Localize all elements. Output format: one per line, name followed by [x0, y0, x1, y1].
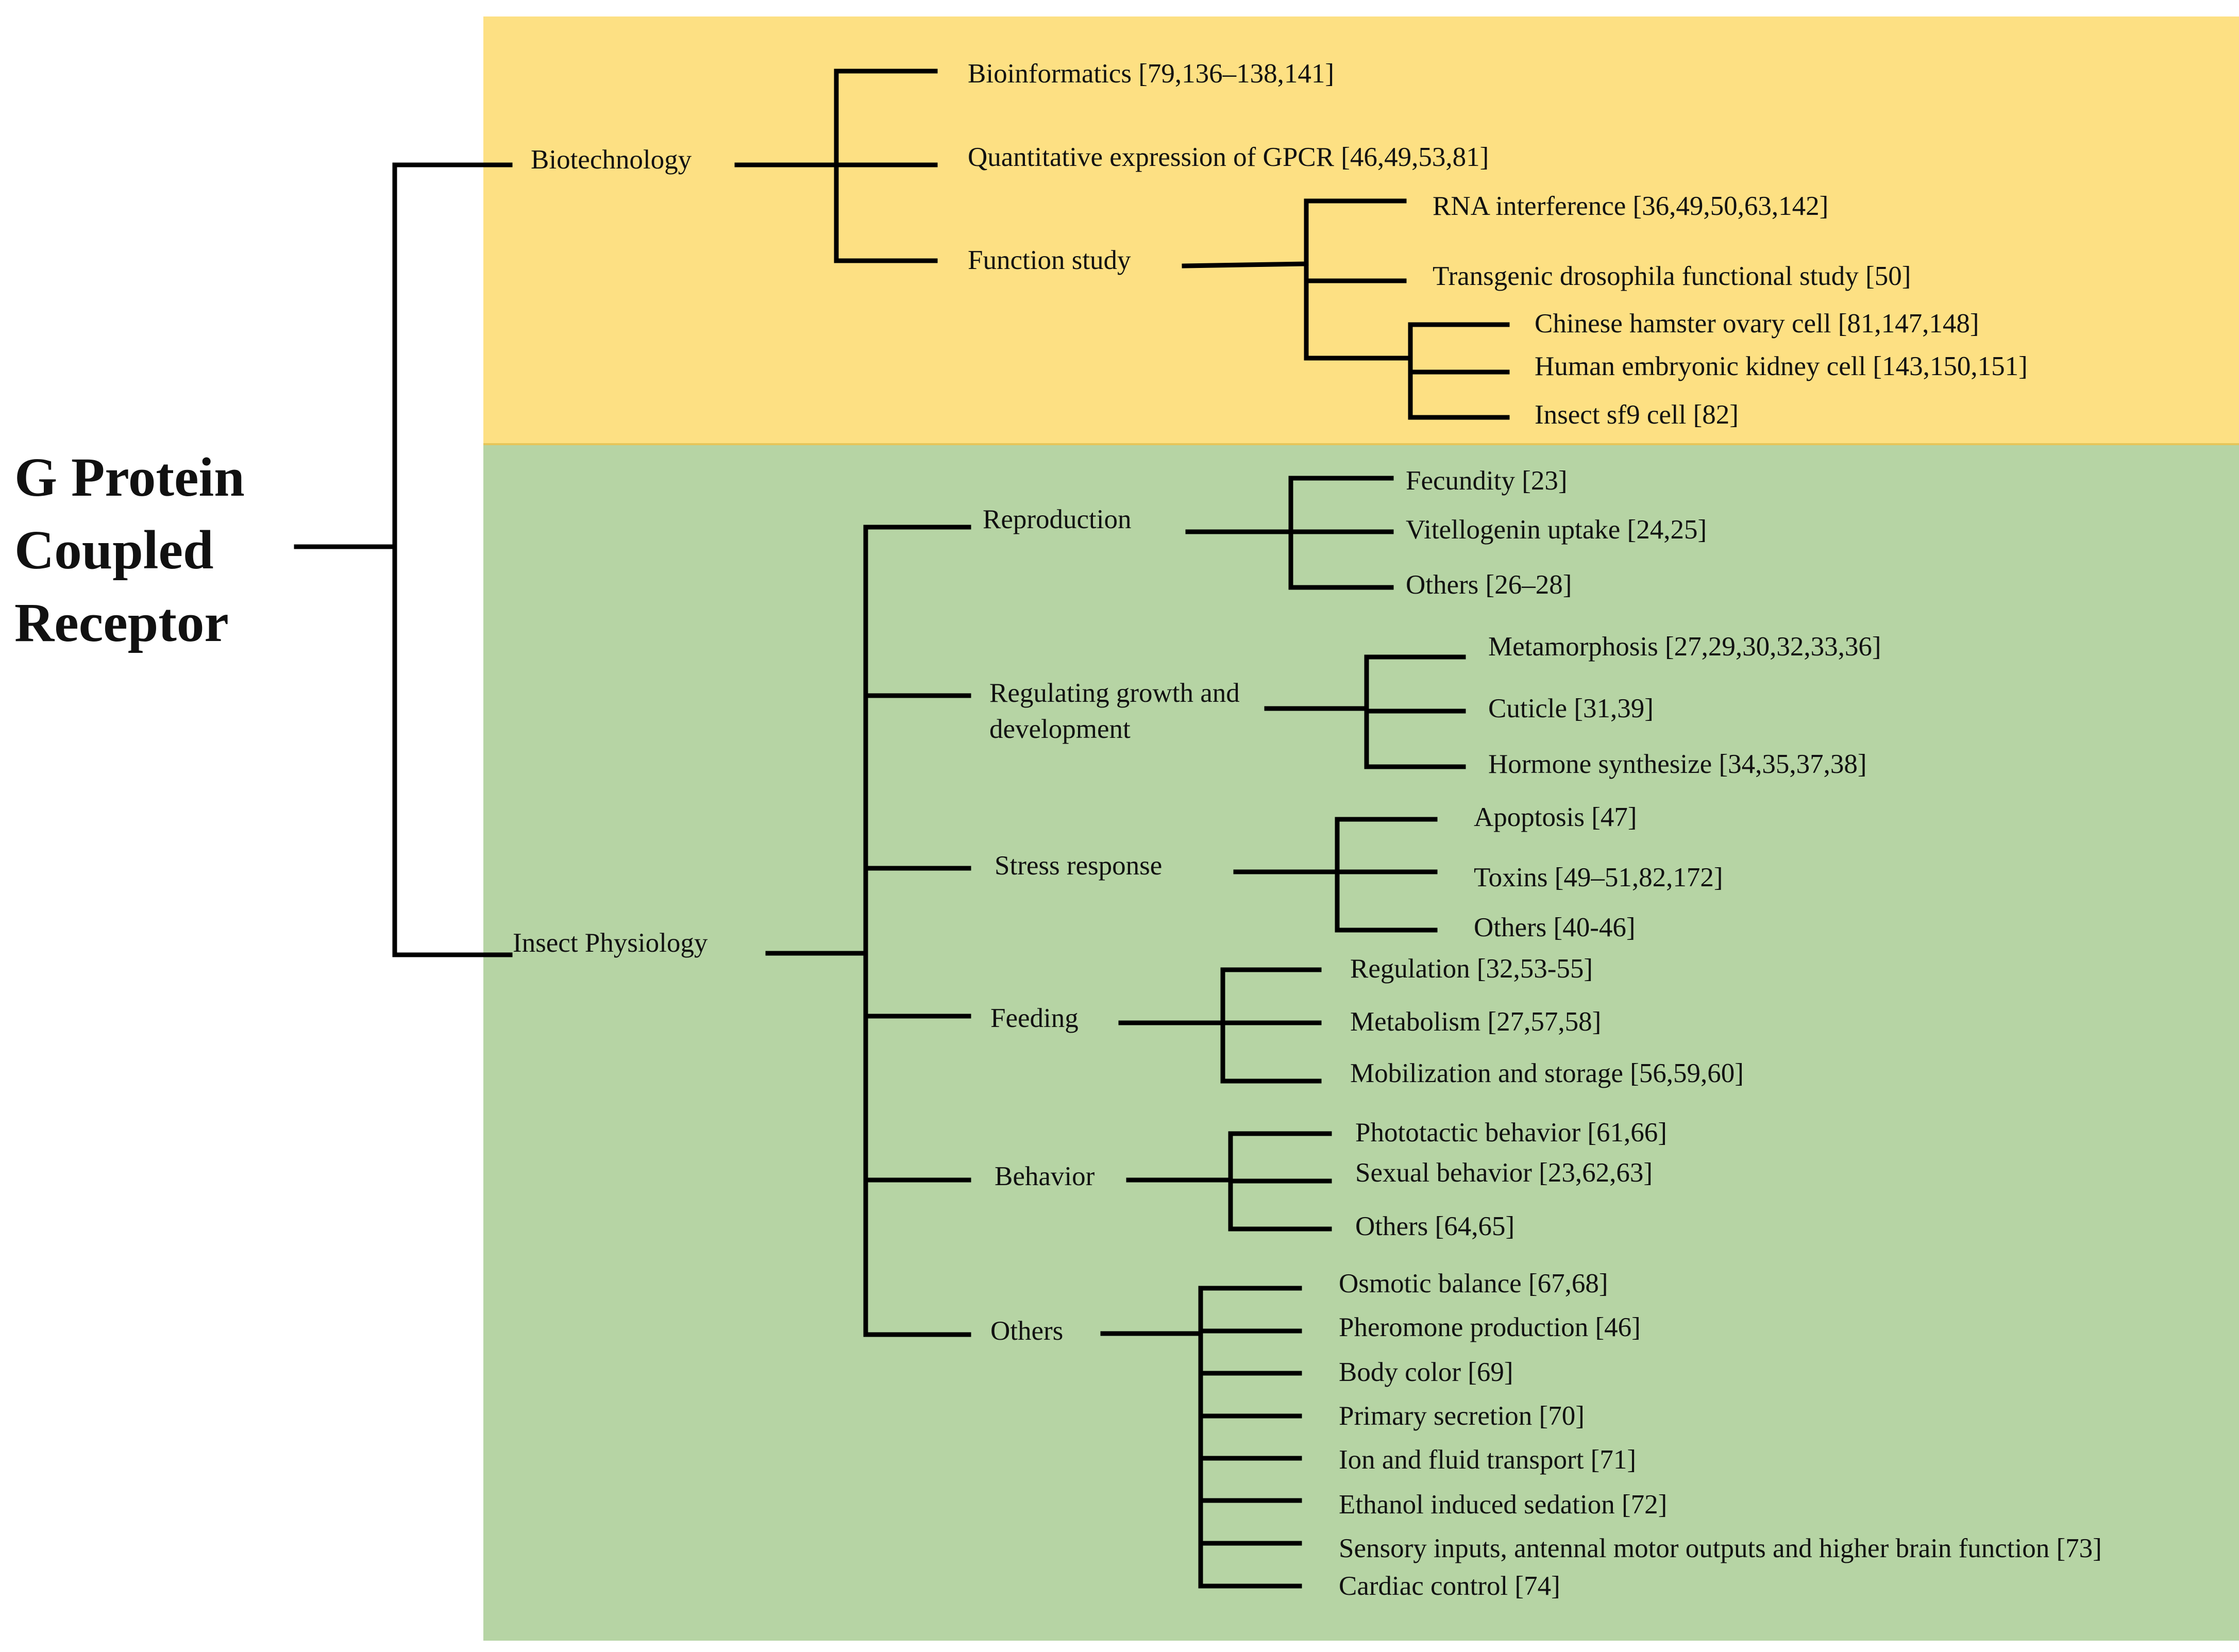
insect-physiology-panel [483, 444, 2239, 1641]
regulation-leaf: Regulation [32,53-55] [1350, 954, 1593, 984]
reproduction-others-leaf: Others [26–28] [1406, 570, 1572, 600]
vitellogenin-uptake-leaf: Vitellogenin uptake [24,25] [1406, 515, 1707, 545]
sensory-inputs-leaf: Sensory inputs, antennal motor outputs a… [1339, 1533, 2102, 1563]
root-label: G Protein Coupled Receptor [14, 447, 245, 653]
toxins-leaf: Toxins [49–51,82,172] [1474, 863, 1723, 892]
rna-interference-leaf: RNA interference [36,49,50,63,142] [1433, 191, 1828, 221]
root-label-line-2: Coupled [14, 520, 214, 581]
stress-response-label: Stress response [995, 851, 1162, 881]
primary-secretion-leaf: Primary secretion [70] [1339, 1401, 1585, 1431]
stress-connector [1233, 817, 1438, 933]
connector-lines [294, 69, 1510, 1589]
root-connector [294, 162, 513, 957]
behavior-connector [1126, 1131, 1332, 1232]
behavior-others-leaf: Others [64,65] [1355, 1211, 1514, 1241]
others-connector [1100, 1286, 1302, 1589]
feeding-connector [1118, 967, 1322, 1084]
growth-label-line-2: development [989, 714, 1131, 744]
body-color-leaf: Body color [69] [1339, 1357, 1513, 1387]
metabolism-leaf: Metabolism [27,57,58] [1350, 1007, 1601, 1037]
bioinformatics-leaf: Bioinformatics [79,136–138,141] [968, 59, 1334, 89]
apoptosis-leaf: Apoptosis [47] [1474, 802, 1637, 832]
quantitative-expression-leaf: Quantitative expression of GPCR [46,49,5… [968, 142, 1489, 172]
function-study-label: Function study [968, 245, 1131, 275]
reproduction-label: Reproduction [983, 504, 1132, 534]
biotechnology-panel [483, 16, 2239, 444]
cell-lines-connector [1408, 322, 1510, 420]
transgenic-drosophila-leaf: Transgenic drosophila functional study [… [1433, 261, 1911, 291]
sexual-behavior-leaf: Sexual behavior [23,62,63] [1355, 1158, 1653, 1188]
reproduction-connector [1185, 476, 1394, 590]
stress-others-leaf: Others [40-46] [1474, 913, 1636, 942]
ion-fluid-transport-leaf: Ion and fluid transport [71] [1339, 1445, 1636, 1475]
biotechnology-connector [734, 69, 938, 263]
others-label: Others [990, 1316, 1063, 1346]
biotechnology-branch: Biotechnology Bioinformatics [79,136–138… [531, 59, 2028, 430]
cuticle-leaf: Cuticle [31,39] [1488, 694, 1654, 723]
growth-connector [1264, 654, 1466, 769]
phototactic-behavior-leaf: Phototactic behavior [61,66] [1355, 1118, 1667, 1148]
metamorphosis-leaf: Metamorphosis [27,29,30,32,33,36] [1488, 632, 1881, 662]
chinese-hamster-ovary-leaf: Chinese hamster ovary cell [81,147,148] [1535, 309, 1979, 339]
behavior-label: Behavior [995, 1161, 1095, 1191]
insect-sf9-leaf: Insect sf9 cell [82] [1535, 400, 1739, 430]
fecundity-leaf: Fecundity [23] [1406, 466, 1568, 496]
root-label-line-3: Receptor [14, 593, 229, 653]
insect-physiology-branch: Insect Physiology Reproduction Fecundity… [513, 466, 2102, 1601]
insect-physiology-label: Insect Physiology [513, 928, 708, 958]
hormone-synthesize-leaf: Hormone synthesize [34,35,37,38] [1488, 749, 1867, 779]
feeding-label: Feeding [990, 1003, 1079, 1033]
root-label-line-1: G Protein [14, 447, 245, 508]
function-study-connector [1182, 198, 1413, 361]
pheromone-production-leaf: Pheromone production [46] [1339, 1312, 1641, 1342]
human-embryonic-kidney-leaf: Human embryonic kidney cell [143,150,151… [1535, 351, 2028, 381]
osmotic-balance-leaf: Osmotic balance [67,68] [1339, 1269, 1608, 1299]
cardiac-control-leaf: Cardiac control [74] [1339, 1571, 1560, 1601]
ethanol-sedation-leaf: Ethanol induced sedation [72] [1339, 1490, 1667, 1520]
insect-physiology-connector [765, 525, 971, 1337]
growth-label-line-1: Regulating growth and [989, 678, 1240, 708]
mobilization-storage-leaf: Mobilization and storage [56,59,60] [1350, 1058, 1744, 1088]
biotechnology-label: Biotechnology [531, 145, 692, 175]
